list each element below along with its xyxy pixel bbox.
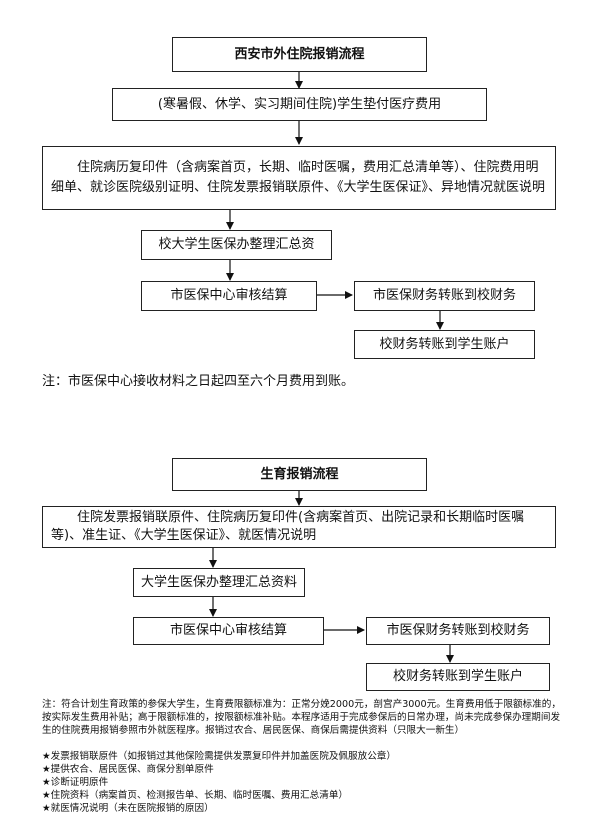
flow1-note: 注：市医保中心接收材料之日起四至六个月费用到账。 [42, 374, 355, 389]
flow2-step-student-account: 校财务转账到学生账户 [366, 663, 550, 691]
flow2-note-main: 注：符合计划生育政策的参保大学生，生育费限额标准为：正常分娩2000元，剖宫产3… [42, 699, 561, 736]
flow1-title: 西安市外住院报销流程 [172, 37, 427, 72]
flow2-step-city-review: 市医保中心审核结算 [133, 617, 324, 645]
flow2-step-city-transfer: 市医保财务转账到校财务 [366, 617, 550, 645]
flow2-note-item-4: ★住院资料（病案首页、检测报告单、长期、临时医嘱、费用汇总清单） [42, 790, 349, 801]
flow2-note-item-5: ★就医情况说明（未在医院报销的原因） [42, 803, 214, 814]
flow1-step-school-office: 校大学生医保办整理汇总资 [141, 230, 332, 260]
flow2-step-school-office: 大学生医保办整理汇总资料 [133, 568, 305, 597]
flow2-note-item-1: ★发票报销联原件（如报销过其他保险需提供发票复印件并加盖医院及佩服放公章） [42, 751, 396, 762]
flow1-step-student-pays: (寒暑假、休学、实习期间住院)学生垫付医疗费用 [112, 88, 487, 121]
flow1-step-documents: 住院病历复印件（含病案首页，长期、临时医嘱，费用汇总清单等）、住院费用明细单、就… [42, 146, 556, 210]
flow2-title: 生育报销流程 [172, 458, 427, 491]
flow1-step-city-review: 市医保中心审核结算 [141, 281, 317, 311]
flow2-note-item-2: ★提供农合、居民医保、商保分割单原件 [42, 764, 214, 775]
flow1-step-student-account: 校财务转账到学生账户 [354, 330, 535, 359]
flow2-note-item-3: ★诊断证明原件 [42, 777, 109, 788]
flow2-step-documents: 住院发票报销联原件、住院病历复印件(含病案首页、出院记录和长期临时医嘱等)、准生… [42, 506, 556, 548]
flow1-step-city-transfer: 市医保财务转账到校财务 [354, 281, 535, 311]
